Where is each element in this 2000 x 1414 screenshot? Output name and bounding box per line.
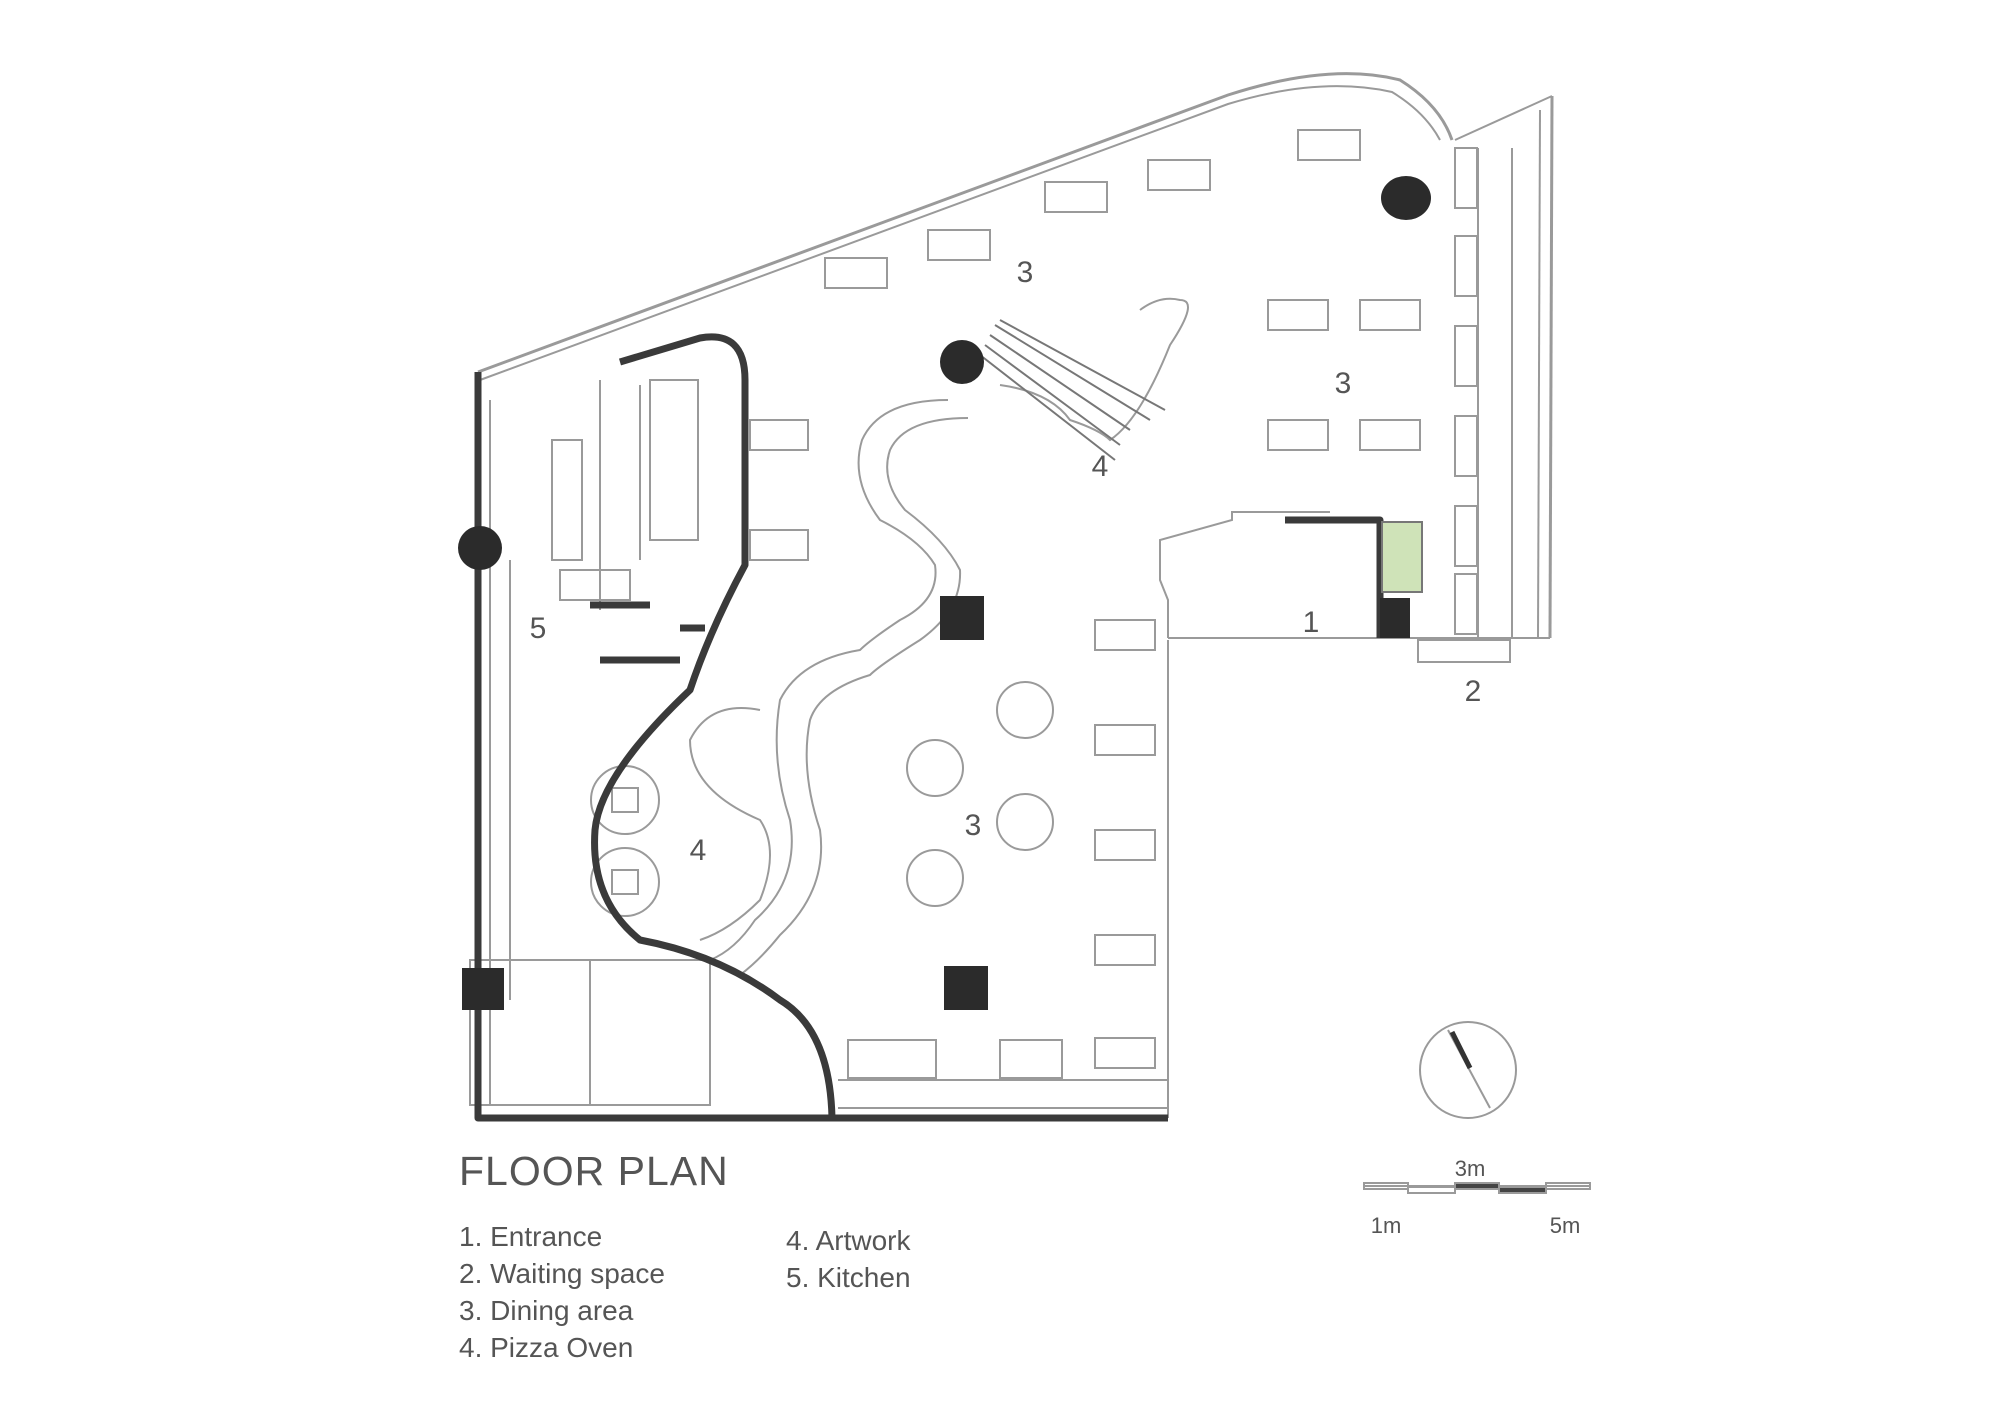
zone-label-dining-center: 3 bbox=[965, 809, 982, 842]
artwork-curve bbox=[709, 399, 949, 961]
zone-label-dining-right: 3 bbox=[1335, 367, 1352, 400]
column-south-west bbox=[462, 968, 504, 1010]
kitchen-curve-wall bbox=[591, 333, 836, 1119]
west-wall bbox=[474, 372, 1168, 1122]
plan-title: FLOOR PLAN bbox=[459, 1148, 729, 1194]
dining-tables-bottom bbox=[847, 1039, 1063, 1079]
legend-column-2: 4. Artwork 5. Kitchen bbox=[786, 1222, 911, 1296]
dining-tables-left bbox=[749, 419, 809, 561]
dining-tables-right-wall bbox=[1094, 619, 1156, 1069]
legend-item-dining-area: 3. Dining area bbox=[459, 1295, 634, 1326]
zone-label-pizza-oven: 4 bbox=[690, 834, 707, 867]
right-facade bbox=[1548, 95, 1554, 639]
column-top bbox=[940, 340, 984, 384]
legend-item-artwork: 4. Artwork bbox=[786, 1225, 911, 1256]
zone-label-kitchen: 5 bbox=[530, 612, 547, 645]
zone-label-artwork: 4 bbox=[1092, 450, 1109, 483]
legend-item-pizza-oven: 4. Pizza Oven bbox=[459, 1332, 634, 1363]
dining-tables-top bbox=[824, 129, 1361, 289]
planter bbox=[1381, 521, 1423, 593]
zone-label-entrance: 1 bbox=[1303, 606, 1320, 639]
scale-label-5m: 5m bbox=[1550, 1213, 1581, 1238]
scale-label-3m: 3m bbox=[1455, 1156, 1486, 1181]
scale-bar bbox=[1363, 1182, 1591, 1194]
waiting-bench bbox=[1417, 639, 1511, 663]
scale-label-1m: 1m bbox=[1371, 1213, 1402, 1238]
top-facade bbox=[477, 72, 1454, 374]
legend-item-kitchen: 5. Kitchen bbox=[786, 1262, 911, 1293]
dining-tables-right bbox=[1267, 147, 1478, 635]
legend-column-1: 1. Entrance 2. Waiting space 3. Dining a… bbox=[459, 1218, 665, 1366]
legend-item-entrance: 1. Entrance bbox=[459, 1221, 603, 1252]
zone-label-dining-top: 3 bbox=[1017, 256, 1034, 289]
column-west bbox=[458, 526, 502, 570]
artwork-sculpture bbox=[979, 319, 1166, 461]
legend-item-waiting-space: 2. Waiting space bbox=[459, 1258, 665, 1289]
column-center bbox=[940, 596, 984, 640]
column-north-east bbox=[1381, 176, 1431, 220]
zone-label-waiting: 2 bbox=[1465, 675, 1482, 708]
pizza-oven-2 bbox=[590, 847, 660, 917]
column-south bbox=[944, 966, 988, 1010]
column-entrance bbox=[1380, 598, 1410, 638]
north-compass bbox=[1419, 1021, 1517, 1119]
round-tables bbox=[906, 681, 1054, 907]
